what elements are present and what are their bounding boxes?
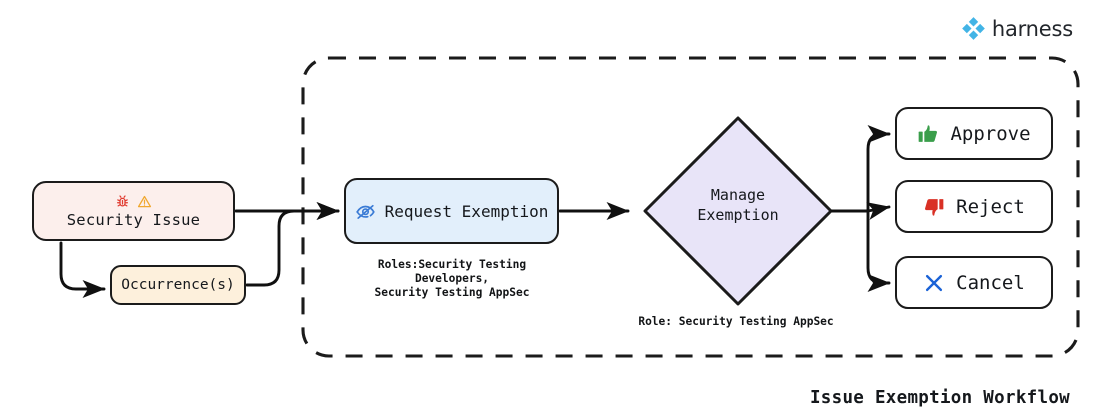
node-request-exemption[interactable]: Request Exemption [344, 178, 559, 244]
request-exemption-label: Request Exemption [384, 201, 549, 221]
button-cancel-label: Cancel [956, 271, 1025, 294]
brand-logo: harness [961, 16, 1073, 41]
node-occurrences[interactable]: Occurrence(s) [110, 265, 246, 305]
security-issue-icons [115, 193, 152, 210]
thumbs-up-icon [919, 124, 938, 142]
warning-triangle-icon [137, 195, 152, 208]
brand-name: harness [991, 16, 1073, 41]
button-reject-label: Reject [956, 195, 1025, 218]
edge-manage-to-approve [866, 125, 891, 213]
close-x-icon [926, 274, 943, 291]
roles-caption-line1: Roles:Security Testing Developers, [377, 258, 527, 285]
edge-manage-to-reject [866, 202, 891, 220]
button-approve-label: Approve [950, 122, 1031, 145]
button-cancel[interactable]: Cancel [895, 256, 1053, 309]
occurrences-label: Occurrence(s) [121, 277, 235, 293]
diagram-title: Issue Exemption Workflow [809, 388, 1070, 408]
button-approve[interactable]: Approve [895, 107, 1053, 160]
manage-exemption-diamond [643, 116, 833, 306]
edge-security-to-occurrences [59, 241, 106, 298]
thumbs-down-icon [925, 198, 944, 216]
bug-icon [117, 195, 128, 207]
manage-exemption-role-caption: Role: Security Testing AppSec [638, 315, 834, 328]
roles-caption-line2: Security Testing AppSec [374, 286, 530, 299]
node-security-issue[interactable]: Security Issue [32, 181, 235, 241]
security-issue-label: Security Issue [66, 211, 201, 229]
harness-logo-icon [962, 17, 985, 40]
request-exemption-roles-caption: Roles:Security Testing Developers, Secur… [344, 258, 560, 300]
eye-off-icon [355, 204, 375, 219]
edge-occurrences-to-request [245, 202, 340, 287]
edge-manage-to-cancel [866, 209, 891, 292]
button-reject[interactable]: Reject [895, 180, 1053, 233]
exemption-scope-boundary [301, 56, 1080, 358]
